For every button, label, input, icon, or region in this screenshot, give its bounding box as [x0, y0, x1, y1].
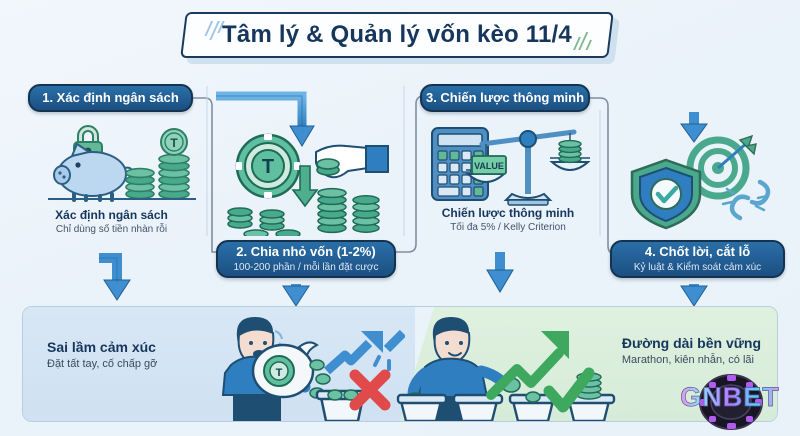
step-3-caption: Chiến lược thông minh Tối đa 5% / Kelly … — [418, 206, 598, 233]
step-pill-2-sub: 100-200 phần / mỗi lần đặt cược — [233, 261, 379, 273]
brand-logo: GNBET — [670, 370, 790, 432]
calculator-scale-value-icon: VALUE — [431, 127, 591, 206]
arrow-down-mid-left — [282, 284, 310, 307]
shield-target-broken-chain-icon — [630, 134, 771, 230]
comparison-good-sub: Marathon, kiên nhẫn, có lãi — [621, 354, 754, 366]
title-banner: Tâm lý & Quản lý vốn kèo 11/4 — [180, 12, 620, 66]
step-pill-4-title: 4. Chốt lời, cắt lỗ — [644, 244, 751, 260]
stressed-man-dumping-money-bag-icon: T — [221, 317, 405, 421]
step-pill-2-title: 2. Chia nhỏ vốn (1-2%) — [236, 244, 376, 260]
comparison-bad-title: Sai lầm cảm xúc — [47, 339, 156, 355]
comparison-bad-sub: Đặt tất tay, cố chấp gỡ — [47, 358, 158, 370]
green-check-icon — [543, 367, 595, 413]
page-title: Tâm lý & Quản lý vốn kèo 11/4 — [222, 21, 572, 48]
step-1-caption-sub: Chỉ dùng số tiền nhàn rỗi — [55, 224, 168, 235]
step-pill-1-title: 1. Xác định ngân sách — [42, 89, 179, 105]
step-pill-4-sub: Kỷ luật & Kiểm soát cảm xúc — [633, 261, 762, 273]
step-3-caption-title: Chiến lược thông minh — [441, 206, 575, 220]
step-pill-2[interactable]: 2. Chia nhỏ vốn (1-2%) 100-200 phần / mỗ… — [216, 240, 396, 278]
step-pill-3[interactable]: 3. Chiến lược thông minh — [420, 84, 590, 112]
step-1-caption-title: Xác định ngân sách — [55, 208, 168, 222]
scale-value-tag-label: VALUE — [474, 161, 504, 171]
svg-text:T: T — [276, 367, 283, 379]
casino-chip-icon — [699, 374, 763, 430]
arrow-down-mid-right — [486, 252, 514, 293]
step-3-caption-sub: Tối đa 5% / Kelly Criterion — [450, 222, 566, 233]
arrow-down-right — [680, 284, 708, 307]
piggy-bank-lock-coins-icon: T — [48, 125, 196, 202]
coin-split-hand-stacks-icon: T — [227, 133, 389, 236]
step-pill-4[interactable]: 4. Chốt lời, cắt lỗ Kỷ luật & Kiểm soát … — [610, 240, 785, 278]
comparison-band: T — [22, 306, 778, 422]
comparison-good-title: Đường dài bền vững — [621, 335, 761, 351]
svg-text:T: T — [170, 136, 178, 150]
step-pill-1[interactable]: 1. Xác định ngân sách — [28, 84, 193, 112]
arrow-down-left — [99, 253, 131, 301]
calm-man-splitting-coins-buckets-icon — [396, 317, 616, 421]
step-1-caption: Xác định ngân sách Chỉ dùng số tiền nhàn… — [24, 208, 199, 235]
svg-text:T: T — [262, 156, 274, 178]
comparison-good-caption: Đường dài bền vững Marathon, kiên nhẫn, … — [622, 335, 761, 366]
comparison-bad-caption: Sai lầm cảm xúc Đặt tất tay, cố chấp gỡ — [47, 339, 157, 370]
step-pill-3-title: 3. Chiến lược thông minh — [425, 89, 585, 105]
red-cross-icon — [349, 369, 391, 411]
brand-logo-text: GNBET — [670, 382, 790, 413]
